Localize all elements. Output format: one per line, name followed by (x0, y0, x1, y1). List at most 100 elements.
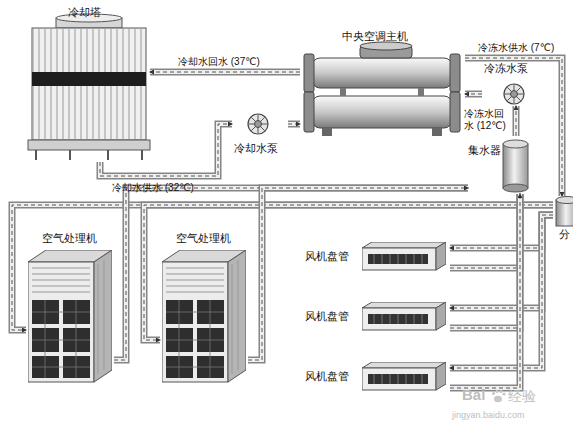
paw-toe (495, 390, 498, 393)
pipe-connector (450, 194, 520, 268)
pipe-bore (450, 215, 553, 308)
chiller-foot (432, 128, 442, 136)
equipment-node: 冷冻水泵 (482, 62, 532, 106)
collector-top (503, 140, 528, 148)
chiller-shell (312, 58, 452, 88)
pipe-wall (465, 58, 562, 196)
pipe-wall (150, 69, 300, 76)
pipe-bore (450, 194, 520, 388)
fcu-art (362, 302, 446, 330)
chiller-compressor-top (360, 42, 412, 50)
paw-toe (499, 390, 502, 393)
watermark-paw (492, 390, 506, 402)
pipe-bore (450, 194, 520, 268)
flow-line (150, 72, 300, 73)
equipment-node: 风机盘管 (305, 356, 450, 398)
tower-louvers (33, 86, 145, 139)
cooling-pump-art (248, 114, 268, 134)
paw-toe (492, 392, 495, 395)
equipment-node: 风机盘管 (305, 296, 450, 338)
equipment-label: 冷却水泵 (234, 142, 288, 155)
paw-pad (494, 396, 502, 402)
pipe-connector (516, 106, 517, 136)
cooling-tower-art (28, 14, 150, 160)
flow-line (450, 194, 520, 388)
flow-line (450, 215, 553, 248)
equipment-node: 空气处理机 (160, 232, 248, 388)
pipe-wall (465, 91, 482, 98)
pipe-wall (450, 194, 520, 388)
pipe-bore (288, 122, 300, 126)
equipment-node: 风机盘管 (305, 236, 450, 278)
equipment-label: 冷却塔 (68, 6, 128, 19)
equipment-label: 空气处理机 (42, 232, 112, 245)
flow-line (465, 58, 562, 196)
chilled-pump-art (504, 84, 524, 104)
pipe-label: 冷冻水回水 (12℃) (464, 108, 512, 132)
watermark-text: jingyan.baidu.com (452, 410, 525, 420)
distributor-art (556, 197, 573, 227)
flow-line (450, 194, 520, 328)
ahu-art (162, 250, 246, 382)
pipe-connector (450, 194, 520, 328)
equipment-label: 分 (559, 228, 573, 241)
equipment-label: 冷冻水泵 (484, 62, 532, 75)
equipment-node: 集水器 (468, 136, 530, 194)
equipment-label: 风机盘管 (305, 250, 357, 263)
pipe-bore (465, 92, 482, 96)
pipe-label: 冷却水回水 (37℃) (178, 56, 288, 68)
chiller-cap (450, 54, 460, 92)
tower-basin (28, 140, 150, 150)
collector-body (503, 144, 528, 188)
pipe-label: 冷却水供水 (32℃) (112, 182, 222, 194)
pipe-wall (450, 194, 520, 328)
equipment-node: 冷却塔 (22, 4, 150, 162)
equipment-label: 集水器 (468, 144, 504, 157)
pipe-bore (150, 70, 300, 74)
equipment-label: 空气处理机 (176, 232, 246, 245)
pipe-wall (450, 215, 553, 308)
chiller-art (304, 42, 460, 136)
pipe-bore (450, 215, 553, 368)
watermark-text: 经验 (508, 388, 536, 406)
pipe-bore (450, 194, 520, 328)
pipe-connector (248, 188, 468, 360)
pipe-connector (450, 194, 520, 388)
pipe-wall (248, 188, 468, 360)
collector-art (503, 140, 528, 192)
tower-legs (36, 150, 142, 160)
pipe-connector (465, 94, 482, 95)
chiller-cap (304, 92, 314, 132)
pipe-wall (450, 194, 520, 268)
equipment-node: 中央空调主机 (300, 30, 465, 142)
pipe-connector (450, 215, 553, 368)
chiller-shell (312, 96, 452, 128)
pipe-bore (248, 188, 468, 360)
pipe-connector (150, 72, 300, 73)
distributor-top (556, 197, 573, 204)
equipment-label: 中央空调主机 (342, 30, 432, 43)
equipment-node: 分 (553, 196, 573, 246)
equipment-label: 风机盘管 (305, 310, 357, 323)
flow-line (450, 194, 520, 268)
pipe-wall (513, 106, 520, 136)
pipe-wall (288, 121, 300, 128)
flow-line (450, 215, 553, 368)
equipment-label: 风机盘管 (305, 370, 357, 383)
pipe-bore (465, 58, 562, 196)
equipment-node: 冷却水泵 (232, 108, 288, 158)
fcu-art (362, 242, 446, 270)
flow-line (516, 106, 517, 136)
paw-toe (502, 392, 505, 395)
ahu-art (28, 250, 112, 382)
equipment-node: 空气处理机 (26, 232, 114, 388)
fcu-art (362, 362, 446, 390)
watermark-text: Bai (462, 386, 485, 403)
chiller-cap (304, 54, 314, 92)
chiller-link (418, 88, 424, 96)
pipe-connector (450, 215, 553, 308)
